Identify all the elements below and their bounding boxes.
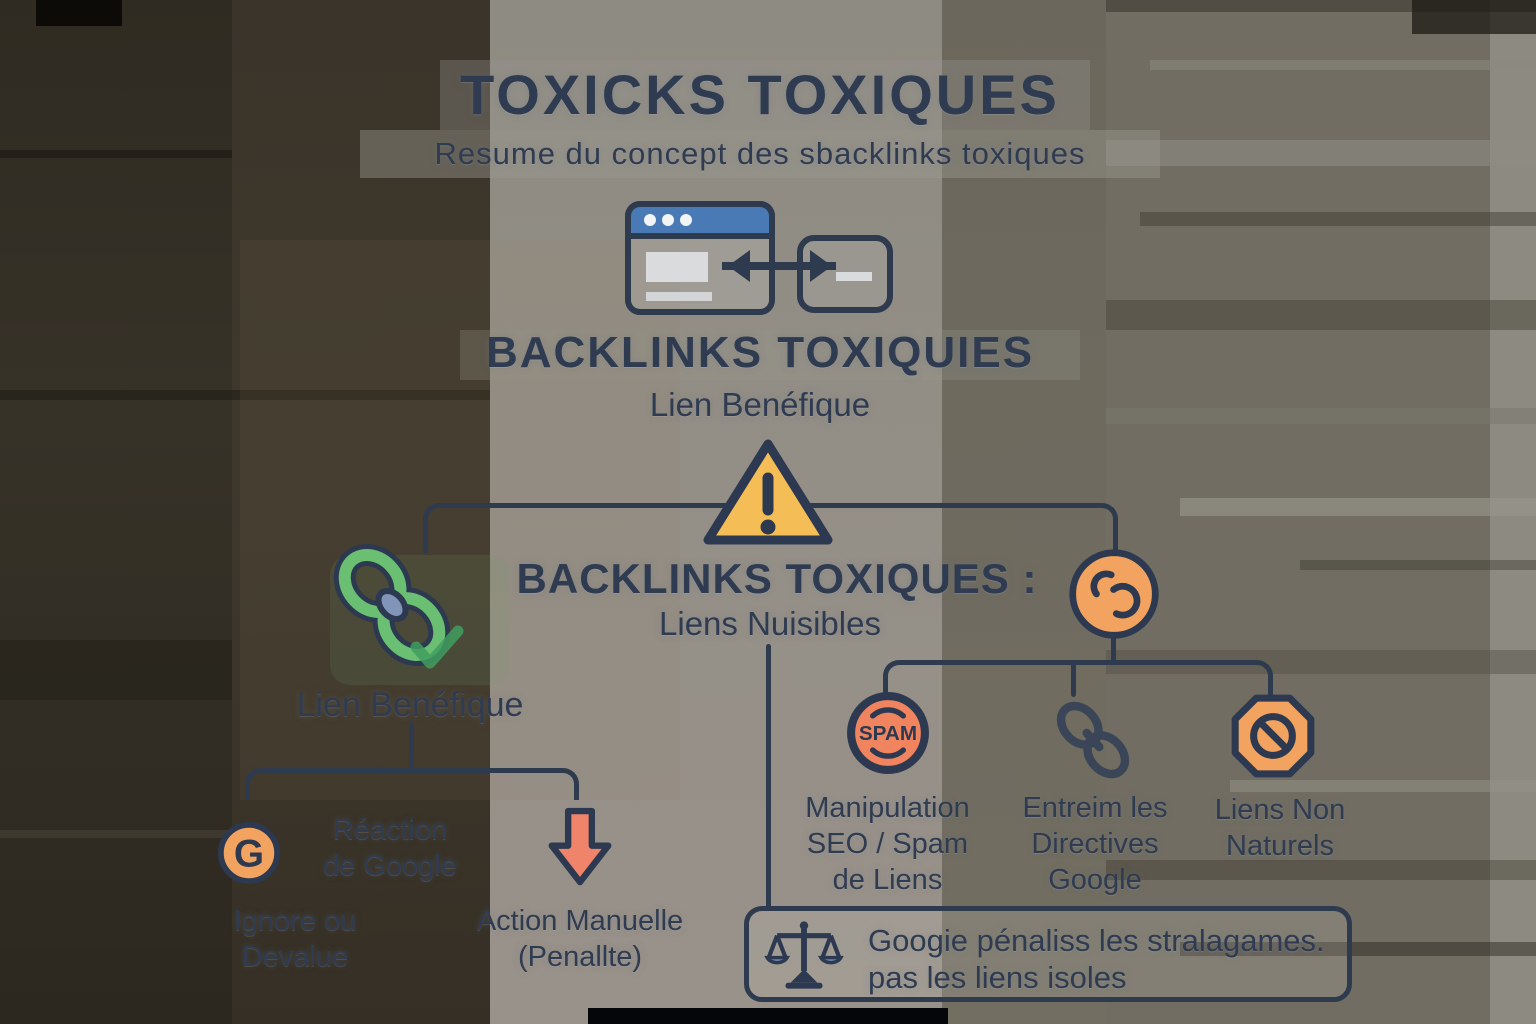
bg-patch xyxy=(240,240,680,800)
action-manuelle-label: Action Manuelle (Penallte) xyxy=(430,903,730,975)
bg-streak xyxy=(0,830,232,838)
bg-streak xyxy=(1300,560,1536,570)
down-arrow-icon xyxy=(548,807,612,886)
google-reaction-line2: de Google xyxy=(323,850,457,882)
toxic-heading: BACKLINKS TOXIQUES : xyxy=(516,555,1038,602)
ignore-devalue-line1: Ignore ou xyxy=(233,905,357,937)
manipulation-line1: Manipulation xyxy=(805,792,970,824)
ignore-devalue-line2: Devalue xyxy=(241,941,349,973)
connector-left-label-stub xyxy=(409,722,414,772)
bg-streak xyxy=(1412,0,1536,34)
broken-link-icon xyxy=(1069,549,1159,639)
footer-note-line2: pas les liens isoles xyxy=(868,960,1127,995)
directives-line1: Entreim les xyxy=(1022,792,1168,824)
spam-stamp-text: SPAM xyxy=(859,722,917,745)
directives-line3: Google xyxy=(1048,864,1142,896)
bg-streak xyxy=(0,150,232,158)
google-reaction-label: Réaction de Google xyxy=(290,812,490,884)
liens-non-naturels-line1: Liens Non xyxy=(1214,794,1346,826)
connector-left-bracket xyxy=(245,768,579,800)
bg-patch xyxy=(440,60,1090,130)
bg-patch xyxy=(460,330,1080,380)
chain-link-icon xyxy=(1056,701,1130,779)
backlinks-heading: BACKLINKS TOXIQUIES xyxy=(485,328,1035,377)
page-subtitle: Resume du concept des sbacklinks toxique… xyxy=(434,136,1086,171)
bg-streak xyxy=(1106,300,1536,330)
scales-icon xyxy=(764,921,844,989)
connector-center-line xyxy=(766,644,771,908)
footer-note-box xyxy=(744,906,1352,1002)
manipulation-line2: SEO / Spam xyxy=(806,828,969,860)
google-reaction-line1: Réaction xyxy=(332,814,448,846)
manipulation-line3: de Liens xyxy=(832,864,943,896)
bg-streak xyxy=(1230,780,1536,792)
connector-circle-stub xyxy=(1111,636,1116,664)
bg-streak xyxy=(1106,860,1536,880)
manipulation-label: Manipulation SEO / Spam de Liens xyxy=(790,790,985,898)
directives-line2: Directives xyxy=(1031,828,1159,860)
page-title: TOXICKS TOXIQUES xyxy=(460,63,1060,126)
bg-streak xyxy=(0,390,490,400)
liens-non-naturels-label: Liens Non Naturels xyxy=(1185,792,1375,864)
svg-text:G: G xyxy=(234,833,264,876)
google-g-icon: G xyxy=(217,821,281,885)
warning-triangle-icon xyxy=(703,439,833,545)
bg-streak xyxy=(1180,942,1536,956)
bg-streak xyxy=(1106,140,1536,166)
liens-non-naturels-line2: Naturels xyxy=(1226,830,1334,862)
connector-right-bracket xyxy=(883,660,1273,700)
backlinks-subheading: Lien Benéfique xyxy=(649,386,871,423)
toxic-subheading: Liens Nuisibles xyxy=(659,605,881,642)
bg-streak xyxy=(1106,408,1536,424)
bg-streak xyxy=(0,640,232,700)
prohibition-icon xyxy=(1231,694,1315,778)
bg-patch xyxy=(360,130,1160,178)
bg-streak xyxy=(1140,212,1536,226)
browser-backlink-icon xyxy=(625,201,893,315)
good-link-icon xyxy=(333,543,464,669)
footer-note-line1: Googie pénaliss les stralagames. xyxy=(868,923,1325,958)
spam-stamp-icon: SPAM xyxy=(847,692,929,774)
footer-note-text: Googie pénaliss les stralagames. pas les… xyxy=(868,922,1346,996)
bg-streak xyxy=(36,0,122,26)
directives-label: Entreim les Directives Google xyxy=(1000,790,1190,898)
action-manuelle-line2: (Penallte) xyxy=(517,941,643,973)
action-manuelle-line1: Action Manuelle xyxy=(476,905,684,937)
bg-column xyxy=(0,0,232,1024)
bg-streak xyxy=(1150,60,1536,70)
lien-benefique-label: Lien Benéfique xyxy=(296,686,524,724)
bg-column xyxy=(942,0,1106,1024)
bg-streak xyxy=(588,1008,948,1024)
ignore-devalue-label: Ignore ou Devalue xyxy=(180,903,410,975)
bg-streak xyxy=(1180,498,1536,516)
connector-right-mid-stub xyxy=(1071,663,1076,697)
